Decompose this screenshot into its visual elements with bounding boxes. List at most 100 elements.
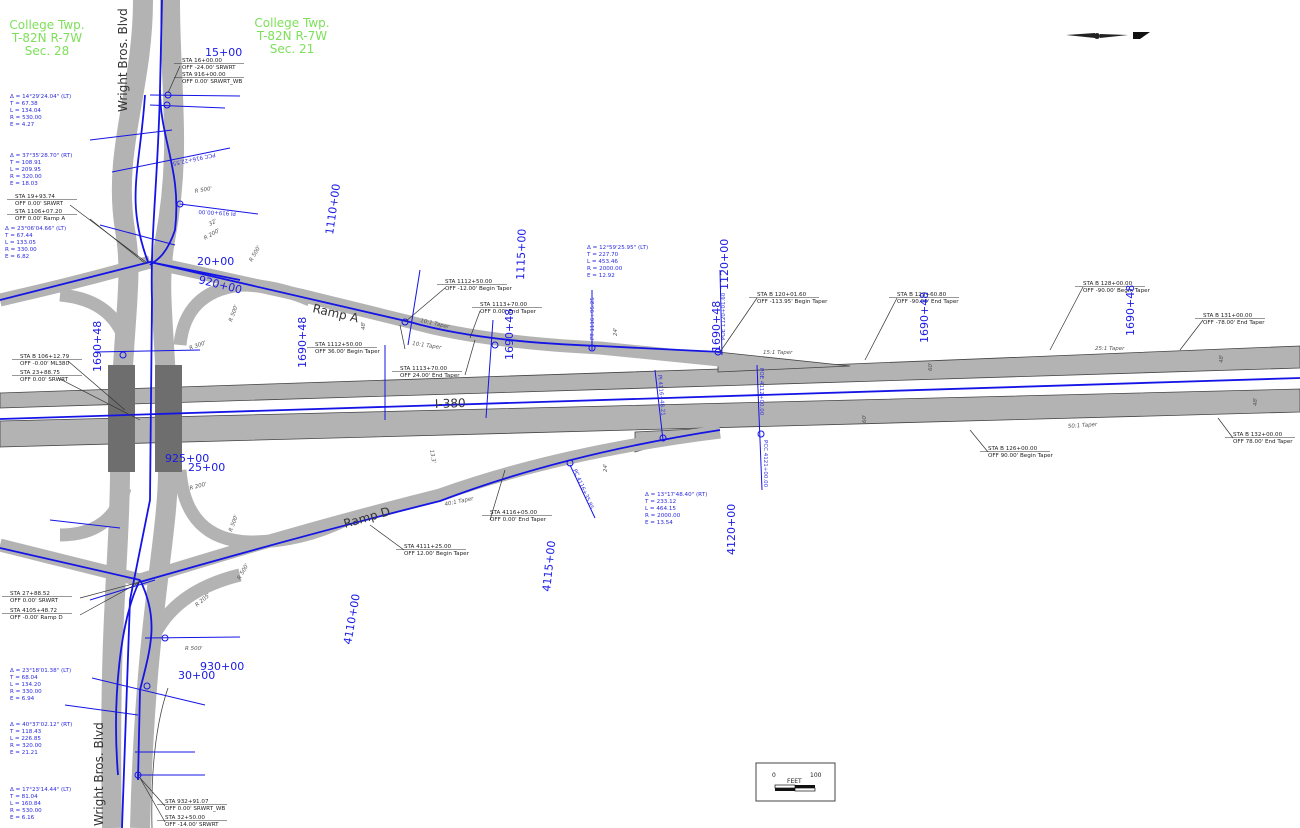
station-label-ml: 1690+48 [91, 321, 104, 372]
radius-label: R 500' [185, 646, 203, 652]
bridge-deck-west [108, 365, 135, 472]
callout-offset: OFF -12.00' Begin Taper [445, 286, 513, 292]
taper-label: 25:1 Taper [1095, 346, 1125, 352]
callout-station: STA B 120+01.60 [757, 292, 807, 298]
curve-radius: R = 530.00 [10, 808, 42, 814]
callout-station: STA 1112+50.00 [315, 342, 363, 348]
taper-label: 50:1 Taper [1068, 422, 1098, 430]
callout-station: STA B 123+60.80 [897, 292, 947, 298]
curve-radius: R = 320.00 [10, 743, 42, 749]
callout-offset: OFF 12.00' Begin Taper [404, 551, 470, 557]
station-label: 1110+00 [323, 183, 343, 236]
callout-offset: OFF 0.00' End Taper [490, 517, 547, 523]
radius-label: R 200' [203, 228, 221, 242]
callout-offset: OFF 0.00' SRWRT [20, 377, 69, 383]
curve-length: L = 464.15 [645, 506, 676, 512]
callout-offset: OFF 36.00' Begin Taper [315, 349, 381, 355]
point-label: PT 1116+95.25 [590, 297, 596, 340]
curve-length: L = 133.05 [5, 240, 36, 246]
callout-station: STA 4111+25.00 [404, 544, 452, 550]
width-label: 24' [603, 463, 609, 472]
radius-label: R 300' [189, 340, 208, 352]
ramp-d-alignment [139, 429, 721, 583]
callout-station: STA 19+93.74 [15, 194, 55, 200]
curve-data-2: Δ = 37°35'28.70" (RT) T = 108.91 L = 209… [9, 153, 72, 187]
callout-station: STA 27+88.52 [10, 591, 50, 597]
srwrt-lower-curve [115, 579, 141, 776]
taper-label: 15:1 Taper [763, 350, 793, 356]
curve-data-1: Δ = 14°29'24.04" (LT) T = 67.38 L = 134.… [9, 94, 71, 128]
callout-station: STA 4105+48.72 [10, 608, 57, 614]
station-label-ml: 1690+48 [1124, 285, 1137, 336]
curve-tangent: T = 227.70 [586, 252, 619, 258]
callout-station: STA 32+50.00 [165, 815, 205, 821]
curve-radius: R = 2000.00 [645, 513, 681, 519]
curve-external: E = 4.27 [10, 122, 35, 128]
callout-station: STA 23+88.75 [20, 370, 60, 376]
ramp-d-crossline [0, 547, 141, 581]
curve-length: L = 226.85 [10, 736, 41, 742]
north-arrow-icon [1066, 32, 1150, 39]
curve-tangent: T = 67.44 [4, 233, 33, 239]
callout-offset: OFF -78.00' End Taper [1203, 320, 1265, 326]
station-label: 20+00 [197, 255, 234, 268]
curve-external: E = 6.82 [5, 254, 29, 260]
loop-nw [59, 288, 135, 354]
road-label-wright-bros-bottom: Wright Bros. Blvd [92, 722, 106, 826]
station-label: 15+00 [205, 46, 242, 59]
radius-label: R 500' [228, 304, 240, 323]
callout-offset: OFF 90.00' Begin Taper [988, 453, 1054, 459]
point-label: PCC 4121+00.00 [762, 440, 768, 488]
curve-length: L = 209.95 [10, 167, 41, 173]
station-label: 925+00 [165, 452, 209, 465]
width-label: 48' [1253, 397, 1259, 406]
township-line: Sec. 28 [25, 44, 70, 58]
callout-station: STA B 106+12.79 [20, 354, 70, 360]
callout-offset: OFF 0.00' SRWRT [10, 598, 59, 604]
curve-delta: Δ = 40°37'02.12" (RT) [10, 722, 72, 728]
taper-label: 10:1 Taper [412, 341, 443, 351]
i380-eastbound-lanes [0, 388, 1300, 448]
ramp-a-alignment [149, 261, 721, 353]
curve-external: E = 21.21 [10, 750, 38, 756]
curve-tangent: T = 68.04 [9, 675, 38, 681]
curve-external: E = 6.94 [10, 696, 35, 702]
callout-offset: OFF 24.00' End Taper [400, 373, 460, 379]
callout-offset: OFF -0.00' ML380 [20, 361, 69, 367]
loop-se-lower [143, 568, 242, 648]
bridge-deck-east [155, 365, 182, 472]
callout-station: STA 1113+70.00 [480, 302, 528, 308]
callout-station: STA 932+91.07 [165, 799, 209, 805]
srwrt-wb-lower [137, 579, 153, 781]
curve-length: L = 453.46 [587, 259, 618, 265]
wright-bros-blvd-sb [130, 0, 185, 828]
township-label-sec21: College Twp. T-82N R-7W Sec. 21 [254, 16, 329, 56]
callout-offset: OFF 0.00' SRWRT_WB [182, 79, 242, 85]
radius-label: R 500' [249, 245, 263, 263]
station-label-ml: 1690+48 [918, 292, 931, 343]
callout-offset: OFF -113.95' Begin Taper [757, 299, 828, 305]
scale-max: 100 [810, 772, 822, 779]
scale-unit: FEET [787, 778, 802, 785]
i380-centerline [0, 377, 1300, 420]
curve-tangent: T = 233.12 [644, 499, 676, 505]
road-label-wright-bros-top: Wright Bros. Blvd [116, 8, 130, 112]
point-label: PI 919+00.00 [198, 208, 236, 216]
station-lines [49, 94, 763, 776]
callout-station: STA B 132+00.00 [1233, 432, 1283, 438]
curve-radius: R = 330.00 [10, 689, 42, 695]
station-label: 25+00 [188, 461, 225, 474]
point-label: POE 4112+00.00 [758, 368, 764, 416]
